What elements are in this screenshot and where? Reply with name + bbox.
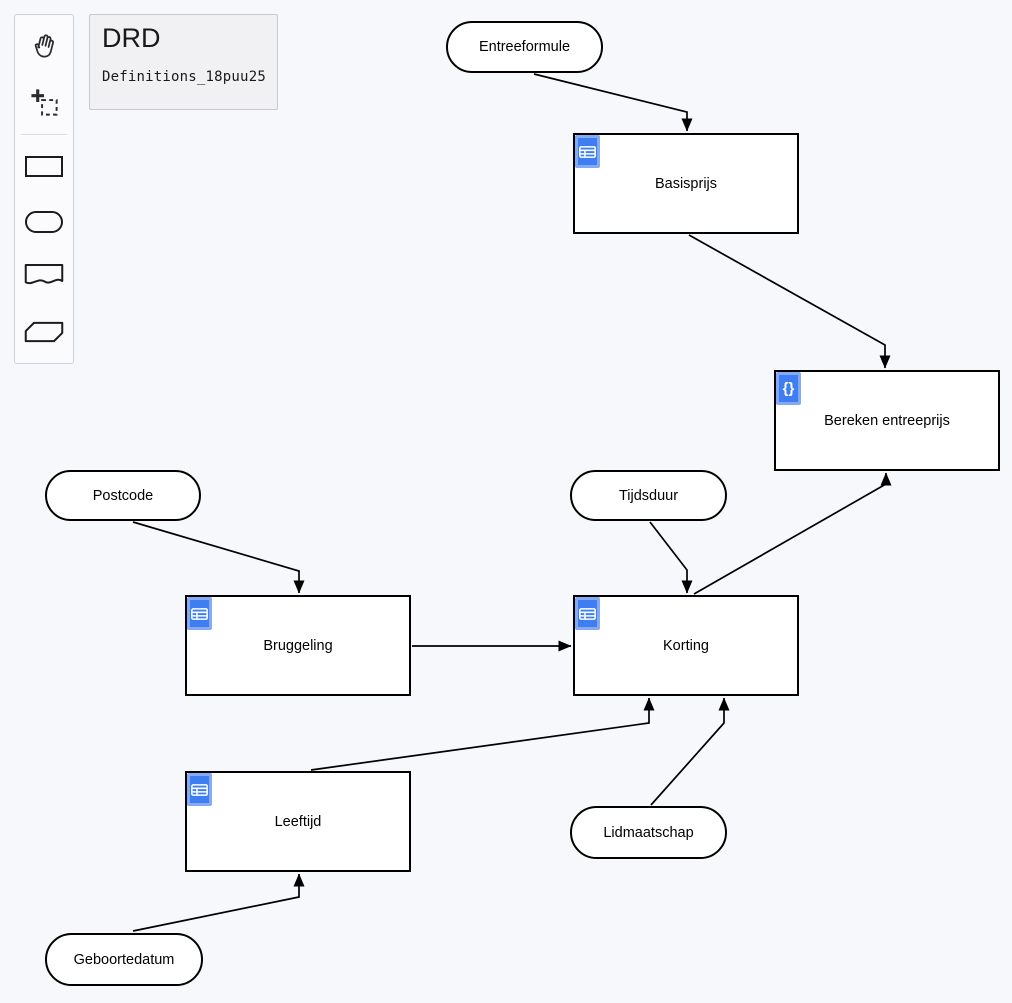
decision-basisprijs[interactable]: Basisprijs bbox=[573, 133, 799, 234]
hand-icon bbox=[29, 31, 60, 67]
lasso-icon bbox=[29, 87, 60, 123]
input-data-lidmaatschap[interactable]: Lidmaatschap bbox=[570, 806, 727, 859]
wavy-document-shape-icon bbox=[23, 262, 65, 295]
hand-tool-button[interactable] bbox=[20, 21, 68, 77]
connection-leeftijd-korting[interactable] bbox=[310, 697, 655, 771]
literal-expression-icon[interactable]: {} bbox=[776, 372, 801, 405]
decision-table-icon[interactable] bbox=[187, 597, 212, 630]
decision-leeftijd[interactable]: Leeftijd bbox=[185, 771, 411, 872]
node-label: Korting bbox=[663, 637, 709, 654]
node-label: Bruggeling bbox=[263, 637, 333, 654]
drd-view-tab[interactable]: DRD Definitions_18puu25 bbox=[89, 14, 278, 110]
decision-bereken-entreeprijs[interactable]: {} Bereken entreeprijs bbox=[774, 370, 1000, 471]
rectangle-shape-icon bbox=[25, 155, 63, 177]
lasso-tool-button[interactable] bbox=[20, 77, 68, 133]
connection-lidmaatschap-korting[interactable] bbox=[650, 697, 730, 806]
node-label: Basisprijs bbox=[654, 175, 718, 192]
braces-glyph: {} bbox=[782, 380, 795, 397]
palette-separator bbox=[21, 134, 67, 135]
node-label: Geboortedatum bbox=[73, 951, 175, 968]
create-business-knowledge-model-button[interactable] bbox=[20, 306, 68, 362]
palette bbox=[14, 14, 74, 364]
input-data-postcode[interactable]: Postcode bbox=[45, 470, 201, 521]
node-label: Entreeformule bbox=[478, 39, 571, 55]
input-data-geboortedatum[interactable]: Geboortedatum bbox=[45, 933, 203, 986]
node-label: Bereken entreeprijs bbox=[824, 412, 950, 429]
view-title: DRD bbox=[102, 23, 161, 53]
connection-geboortedatum-leeftijd[interactable] bbox=[132, 873, 305, 932]
decision-table-icon[interactable] bbox=[575, 135, 600, 168]
create-input-data-button[interactable] bbox=[20, 194, 68, 250]
node-label: Leeftijd bbox=[274, 813, 322, 830]
node-label: Lidmaatschap bbox=[603, 824, 694, 841]
input-data-entreeformule[interactable]: Entreeformule bbox=[446, 21, 603, 73]
clipped-rectangle-shape-icon bbox=[23, 320, 65, 349]
create-decision-button[interactable] bbox=[20, 138, 68, 194]
connection-entreeformule-basisprijs[interactable] bbox=[533, 73, 693, 132]
decision-table-icon[interactable] bbox=[187, 773, 212, 806]
connection-postcode-bruggeling[interactable] bbox=[132, 521, 305, 594]
connection-korting-bereken[interactable] bbox=[693, 472, 892, 595]
node-label: Tijdsduur bbox=[618, 487, 679, 504]
decision-bruggeling[interactable]: Bruggeling bbox=[185, 595, 411, 696]
decision-table-icon[interactable] bbox=[575, 597, 600, 630]
connection-tijdsduur-korting[interactable] bbox=[649, 521, 693, 594]
stadium-shape-icon bbox=[25, 211, 63, 233]
connection-basisprijs-bereken[interactable] bbox=[688, 234, 891, 369]
node-label: Postcode bbox=[92, 487, 154, 504]
create-knowledge-source-button[interactable] bbox=[20, 250, 68, 306]
input-data-tijdsduur[interactable]: Tijdsduur bbox=[570, 470, 727, 521]
decision-korting[interactable]: Korting bbox=[573, 595, 799, 696]
definitions-name: Definitions_18puu25 bbox=[102, 68, 266, 85]
